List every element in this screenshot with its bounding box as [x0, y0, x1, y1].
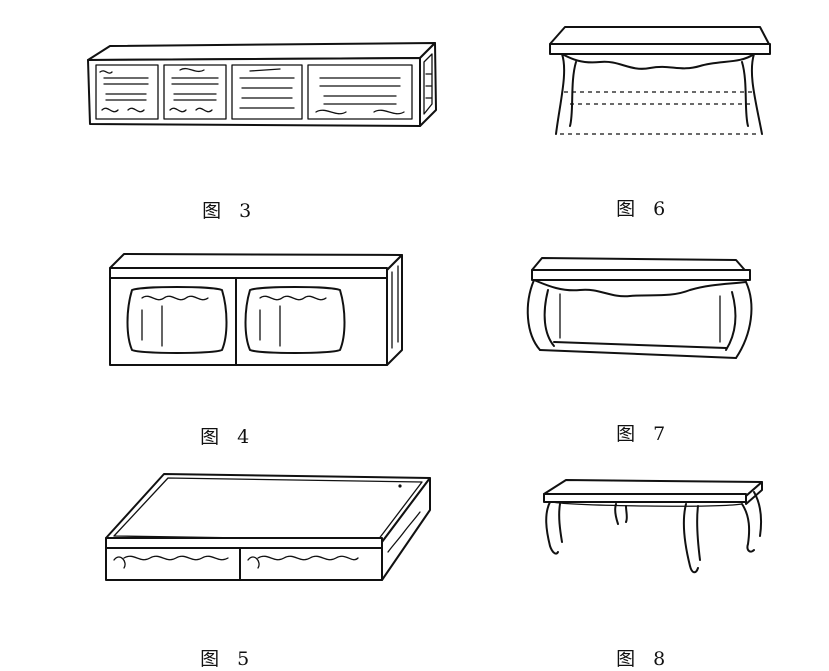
caption-char: 图: [616, 423, 636, 445]
figure-6-drawing: [540, 22, 780, 142]
caption-number: 6: [653, 198, 666, 220]
caption-char: 图: [200, 426, 220, 448]
caption-number: 8: [653, 648, 666, 670]
caption-number: 4: [237, 426, 250, 448]
caption-number: 7: [653, 423, 666, 445]
figure-8-drawing: [536, 470, 776, 585]
caption-char: 图: [616, 648, 636, 670]
caption-char: 图: [616, 198, 636, 220]
figure-5-drawing: [100, 470, 440, 595]
caption-number: 5: [237, 648, 250, 670]
caption-number: 3: [239, 200, 252, 222]
caption-char: 图: [202, 200, 222, 222]
figure-3-drawing: [80, 38, 450, 138]
figure-4-drawing: [102, 250, 412, 375]
figure-7-drawing: [520, 254, 760, 364]
caption-char: 图: [200, 648, 220, 670]
